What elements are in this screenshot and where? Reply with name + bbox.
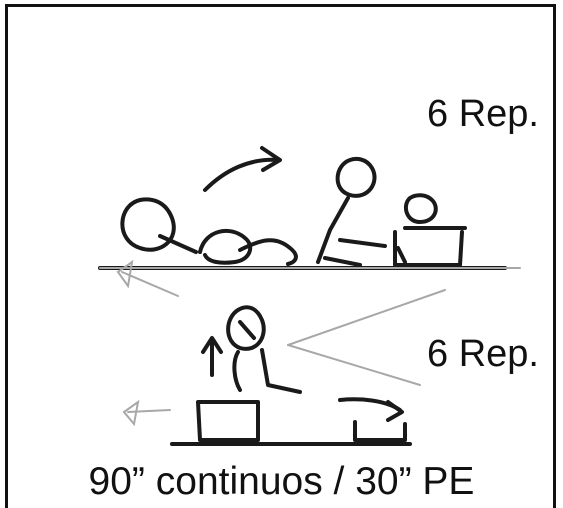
- motion-arrow: [203, 157, 280, 192]
- figure-seated: [403, 193, 438, 224]
- lower-reps-label: 6 Rep.: [427, 333, 539, 375]
- box-lower: [196, 400, 260, 442]
- timing-footer: 90” continuos / 30” PE: [88, 460, 475, 503]
- small-box: [353, 420, 407, 442]
- upper-reps-label: 6 Rep.: [427, 93, 539, 135]
- upper-exercise-illustration: [120, 146, 467, 267]
- guide-arrow-lower: [127, 409, 171, 413]
- guide-arrow-upper: [121, 271, 179, 297]
- figure-rising: [335, 157, 377, 198]
- figure-curled: [120, 197, 176, 252]
- figure-rolled: [198, 228, 253, 265]
- figure-head: [226, 305, 266, 351]
- lower-exercise-illustration: [196, 305, 407, 442]
- figure-body: [232, 350, 242, 392]
- box-upper: [393, 230, 464, 267]
- card-frame: [5, 4, 556, 508]
- guide-diagonal-1: [287, 289, 446, 346]
- guide-diagonal-2: [287, 344, 421, 386]
